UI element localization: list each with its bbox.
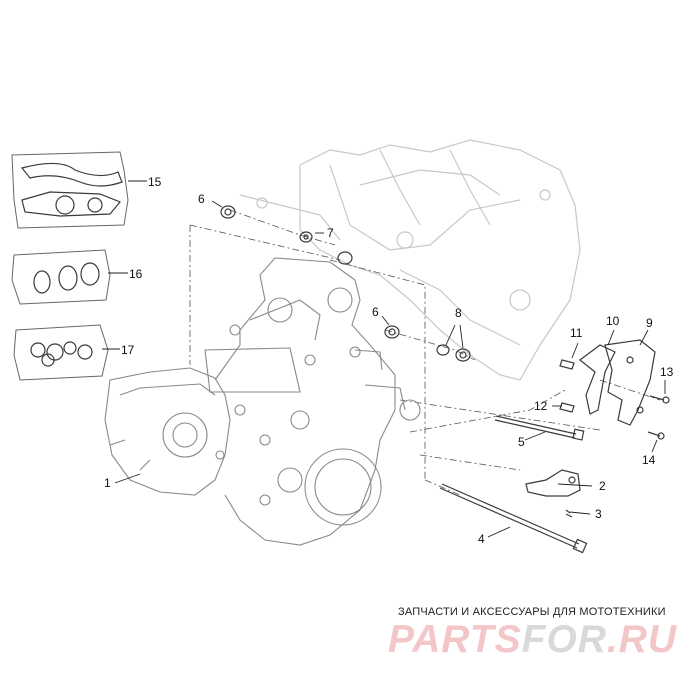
gasket-kit-bag-15 — [11, 151, 129, 229]
callout-17: 17 — [121, 343, 135, 357]
callout-8: 8 — [455, 306, 462, 320]
callout-10: 10 — [606, 314, 620, 328]
callout-3: 3 — [595, 507, 602, 521]
small-parts — [220, 205, 670, 518]
callout-16: 16 — [129, 267, 143, 281]
callout-15: 15 — [148, 175, 162, 189]
logo-part-for: FOR — [521, 618, 607, 661]
logo-part-ru: .RU — [606, 618, 678, 661]
callout-4: 4 — [478, 532, 485, 546]
o-ring-kit-bag-17 — [13, 324, 109, 381]
callout-14: 14 — [642, 453, 656, 467]
logo-part-parts: PARTS — [388, 618, 522, 661]
callout-13: 13 — [660, 365, 674, 379]
leader-lines — [102, 180, 666, 538]
callout-2: 2 — [599, 479, 606, 493]
callout-6a: 6 — [198, 192, 205, 206]
callout-labels: 1 2 3 4 5 6 6 7 8 9 10 11 12 13 14 15 16… — [104, 175, 674, 546]
callout-7: 7 — [327, 226, 334, 240]
long-bolts — [439, 415, 588, 554]
footer-tagline: ЗАПЧАСТИ И АКСЕССУАРЫ ДЛЯ МОТОТЕХНИКИ — [398, 606, 666, 618]
frame-outline — [239, 139, 581, 381]
brackets-part-9-10 — [579, 339, 656, 426]
callout-11: 11 — [570, 326, 583, 340]
callout-5: 5 — [518, 435, 525, 449]
engine-assembly — [104, 257, 421, 546]
callout-1: 1 — [104, 476, 111, 490]
seal-kit-bag-16 — [11, 249, 111, 305]
callout-12: 12 — [534, 399, 548, 413]
callout-9: 9 — [646, 316, 653, 330]
site-logo: PARTSFOR.RU — [388, 618, 677, 662]
bracket-part-2 — [525, 469, 581, 497]
callout-6b: 6 — [372, 305, 379, 319]
